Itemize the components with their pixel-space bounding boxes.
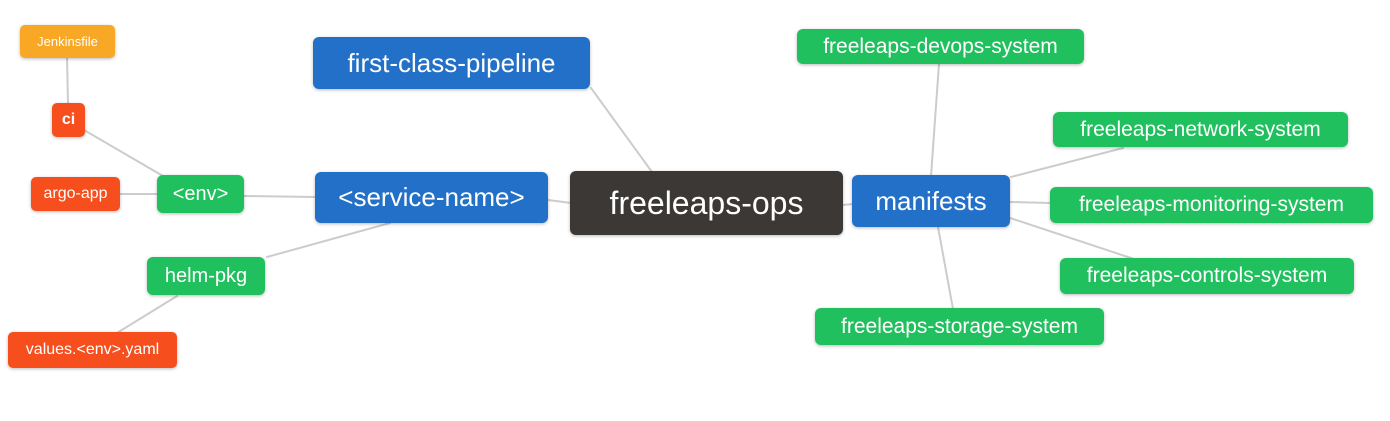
edge-first-class-pipeline-root [590, 87, 653, 173]
node-argo-app[interactable]: argo-app [31, 177, 120, 211]
node-helm-pkg[interactable]: helm-pkg [147, 257, 265, 295]
edge-helm-pkg-service-name [266, 222, 391, 258]
edge-jenkinsfile-ci [66, 56, 69, 105]
node-env[interactable]: <env> [157, 175, 244, 213]
node-freeleaps-controls-system[interactable]: freeleaps-controls-system [1060, 258, 1354, 294]
node-jenkinsfile[interactable]: Jenkinsfile [20, 25, 115, 58]
edge-manifests-storage [937, 226, 954, 310]
node-freeleaps-ops[interactable]: freeleaps-ops [570, 171, 843, 235]
edge-manifests-monitoring [1009, 201, 1052, 204]
edge-manifests-devops [930, 63, 940, 177]
node-freeleaps-network-system[interactable]: freeleaps-network-system [1053, 112, 1348, 147]
edge-values-helm-pkg [116, 295, 178, 334]
node-manifests[interactable]: manifests [852, 175, 1010, 227]
node-freeleaps-monitoring-system[interactable]: freeleaps-monitoring-system [1050, 187, 1373, 223]
node-ci[interactable]: ci [52, 103, 85, 137]
node-freeleaps-storage-system[interactable]: freeleaps-storage-system [815, 308, 1104, 345]
node-service-name[interactable]: <service-name> [315, 172, 548, 223]
node-first-class-pipeline[interactable]: first-class-pipeline [313, 37, 590, 89]
edge-env-service-name [243, 195, 316, 198]
edge-manifests-network [1010, 147, 1124, 178]
node-freeleaps-devops-system[interactable]: freeleaps-devops-system [797, 29, 1084, 64]
edge-manifests-controls [1009, 217, 1135, 260]
node-values-env-yaml[interactable]: values.<env>.yaml [8, 332, 177, 368]
edge-service-name-root [547, 199, 572, 204]
edge-ci-env [83, 129, 164, 177]
edge-root-manifests [842, 203, 854, 206]
